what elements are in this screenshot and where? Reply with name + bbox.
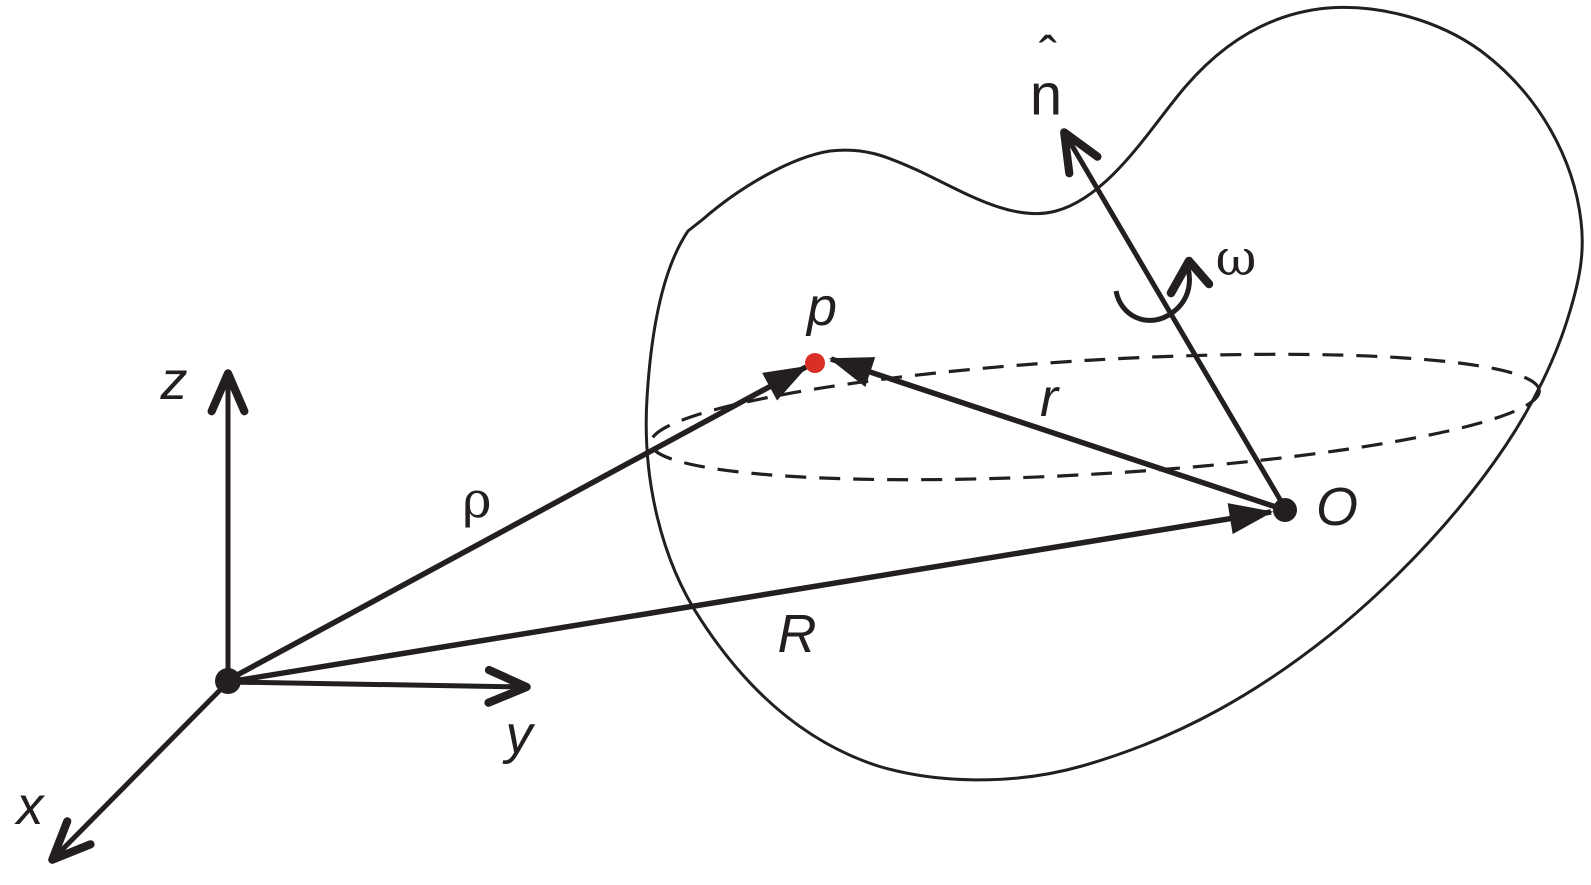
R-vector-label: R [778, 604, 817, 664]
x-axis-label: x [14, 776, 46, 836]
R-vector [227, 503, 1274, 685]
y-axis [227, 665, 531, 707]
z-axis-label: z [160, 351, 188, 411]
rotation-circle-dashed [649, 352, 1541, 482]
y-axis-label: y [502, 705, 536, 765]
point-p-dot [805, 353, 825, 373]
normal-vector-label: n [1030, 63, 1062, 128]
x-axis [48, 680, 230, 864]
omega-rotation-arrow [1113, 266, 1192, 323]
r-vector-label: r [1040, 368, 1060, 428]
r-vector [828, 356, 1286, 513]
omega-rotation-arrowhead [1166, 256, 1214, 298]
angular-velocity-label: ω [1216, 229, 1257, 287]
body-origin-point-O [1273, 498, 1297, 522]
origin-O-label: O [1316, 477, 1358, 537]
point-p-label: p [805, 277, 837, 337]
rho-vector [226, 364, 809, 683]
normal-vector-hat: ˆ [1039, 26, 1057, 86]
rotation-axis-n-vector [1060, 128, 1288, 510]
rho-vector-label: ρ [462, 471, 491, 529]
rigid-body-shape [644, 5, 1584, 782]
frame-origin-point [215, 668, 241, 694]
